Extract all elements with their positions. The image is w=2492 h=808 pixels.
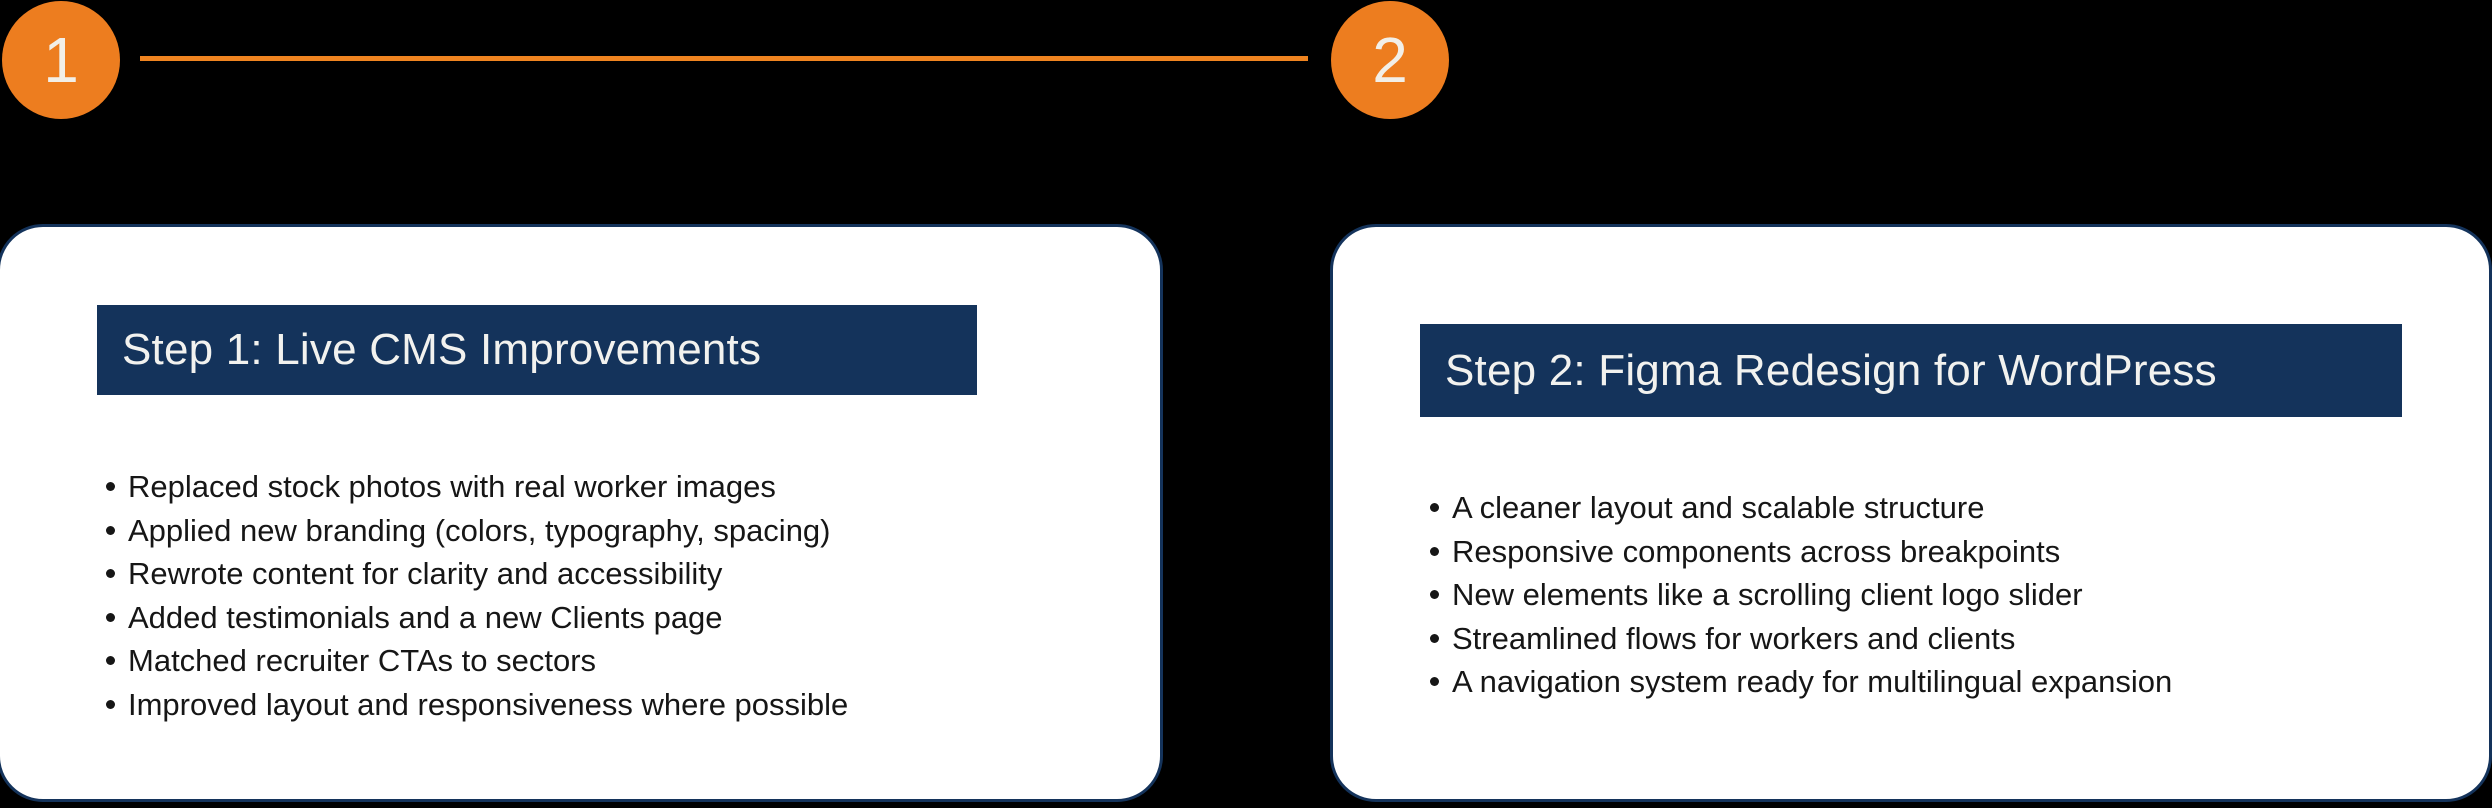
bullet-dot-icon: [106, 656, 115, 665]
step-2-card: Step 2: Figma Redesign for WordPress A c…: [1330, 224, 2492, 802]
step-1-bullet-list: Replaced stock photos with real worker i…: [106, 465, 848, 726]
step-2-bullet-list: A cleaner layout and scalable structure …: [1430, 486, 2172, 704]
bullet-text: Streamlined flows for workers and client…: [1452, 620, 2016, 656]
step-1-header-bar: Step 1: Live CMS Improvements: [97, 305, 977, 395]
step-1-marker: 1: [2, 1, 120, 119]
bullet-dot-icon: [106, 612, 115, 622]
step-2-title: Step 2: Figma Redesign for WordPress: [1445, 345, 2217, 395]
bullet-dot-icon: [106, 525, 115, 535]
bullet-text: Improved layout and responsiveness where…: [128, 686, 849, 722]
bullet-dot-icon: [1430, 590, 1439, 599]
bullet-item: New elements like a scrolling client log…: [1430, 573, 2172, 617]
bullet-text: Responsive components across breakpoints: [1452, 533, 2061, 569]
bullet-text: Applied new branding (colors, typography…: [128, 512, 831, 548]
bullet-dot-icon: [1430, 503, 1439, 512]
bullet-item: Applied new branding (colors, typography…: [106, 509, 848, 553]
step-1-card: Step 1: Live CMS Improvements Replaced s…: [0, 224, 1163, 802]
bullet-item: Streamlined flows for workers and client…: [1430, 617, 2172, 661]
bullet-item: Rewrote content for clarity and accessib…: [106, 552, 848, 596]
bullet-text: A cleaner layout and scalable structure: [1452, 490, 1985, 525]
bullet-item: A cleaner layout and scalable structure: [1430, 486, 2172, 530]
bullet-item: Added testimonials and a new Clients pag…: [106, 596, 848, 640]
bullet-item: Replaced stock photos with real worker i…: [106, 465, 848, 509]
bullet-item: A navigation system ready for multilingu…: [1430, 660, 2172, 704]
bullet-text: Replaced stock photos with real worker i…: [128, 469, 776, 504]
bullet-dot-icon: [1430, 677, 1439, 686]
bullet-item: Improved layout and responsiveness where…: [106, 683, 848, 727]
bullet-item: Responsive components across breakpoints: [1430, 530, 2172, 574]
step-1-marker-number: 1: [43, 24, 79, 96]
timeline-connector-line: [140, 56, 1308, 61]
bullet-text: New elements like a scrolling client log…: [1452, 577, 2083, 612]
bullet-dot-icon: [106, 482, 115, 491]
bullet-dot-icon: [106, 699, 115, 709]
step-1-title: Step 1: Live CMS Improvements: [122, 325, 762, 374]
step-2-header-bar: Step 2: Figma Redesign for WordPress: [1420, 324, 2402, 417]
bullet-text: Added testimonials and a new Clients pag…: [128, 599, 723, 635]
bullet-dot-icon: [106, 569, 115, 578]
bullet-dot-icon: [1430, 546, 1439, 556]
bullet-item: Matched recruiter CTAs to sectors: [106, 639, 848, 683]
bullet-dot-icon: [1430, 633, 1439, 643]
step-2-marker: 2: [1331, 1, 1449, 119]
bullet-text: Rewrote content for clarity and accessib…: [128, 556, 723, 591]
bullet-text: A navigation system ready for multilingu…: [1452, 664, 2173, 699]
step-2-marker-number: 2: [1372, 24, 1408, 96]
bullet-text: Matched recruiter CTAs to sectors: [128, 643, 597, 678]
